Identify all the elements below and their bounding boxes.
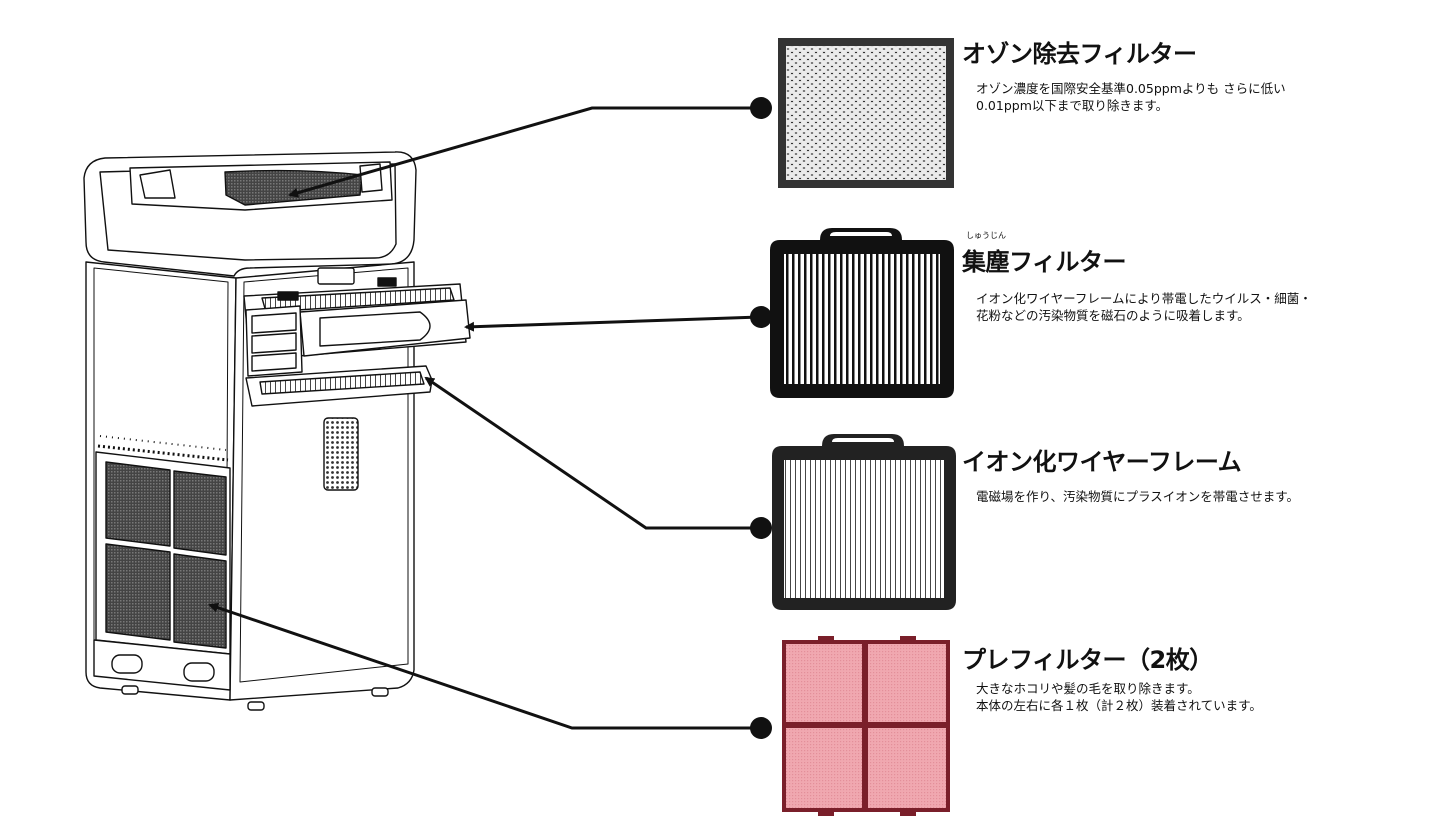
dust-filter-desc-1: イオン化ワイヤーフレームにより帯電したウイルス・細菌・ <box>976 291 1312 306</box>
callout-line-ionizer <box>424 376 760 530</box>
ionizer-desc-1: 電磁場を作り、汚染物質にプラスイオンを帯電させます。 <box>976 489 1300 504</box>
top-cover <box>83 151 417 277</box>
callout-dots <box>750 97 772 739</box>
callout-line-dust <box>464 315 761 332</box>
honeycomb-filter-icon <box>778 38 954 188</box>
callout-line-ozone <box>288 106 760 198</box>
prefilter-desc-2: 本体の左右に各１枚（計２枚）装着されています。 <box>976 698 1262 713</box>
dust-filter-title: 集塵フィルター <box>962 248 1127 276</box>
callout-dot-prefilter <box>750 717 772 739</box>
dust-filter-desc-2: 花粉などの汚染物質を磁石のように吸着します。 <box>976 308 1250 323</box>
pre-filter-icon <box>782 636 950 816</box>
side-prefilter <box>93 451 231 691</box>
wire-frame-icon <box>772 434 956 610</box>
ozone-filter-desc-2: 0.01ppm以下まで取り除きます。 <box>976 98 1169 113</box>
callout-lines <box>208 106 761 730</box>
pulled-out-filter-drawer <box>243 267 471 407</box>
prefilter-title: プレフィルター（2枚） <box>962 646 1213 674</box>
callout-line-prefilter <box>208 602 760 730</box>
ozone-filter-desc-1: オゾン濃度を国際安全基準0.05ppmよりも さらに低い <box>976 81 1286 96</box>
ozone-filter-title: オゾン除去フィルター <box>962 40 1197 68</box>
main-body <box>85 261 415 701</box>
ionizer-title: イオン化ワイヤーフレーム <box>962 448 1242 476</box>
prefilter-desc-1: 大きなホコリや髪の毛を取り除きます。 <box>976 681 1200 696</box>
callout-dot-dust <box>750 306 772 328</box>
air-purifier-illustration <box>83 151 471 711</box>
callout-dot-ozone <box>750 97 772 119</box>
dust-filter-ruby: しゅうじん <box>966 231 1006 240</box>
callout-dot-ionizer <box>750 517 772 539</box>
pleated-filter-icon <box>770 228 954 398</box>
